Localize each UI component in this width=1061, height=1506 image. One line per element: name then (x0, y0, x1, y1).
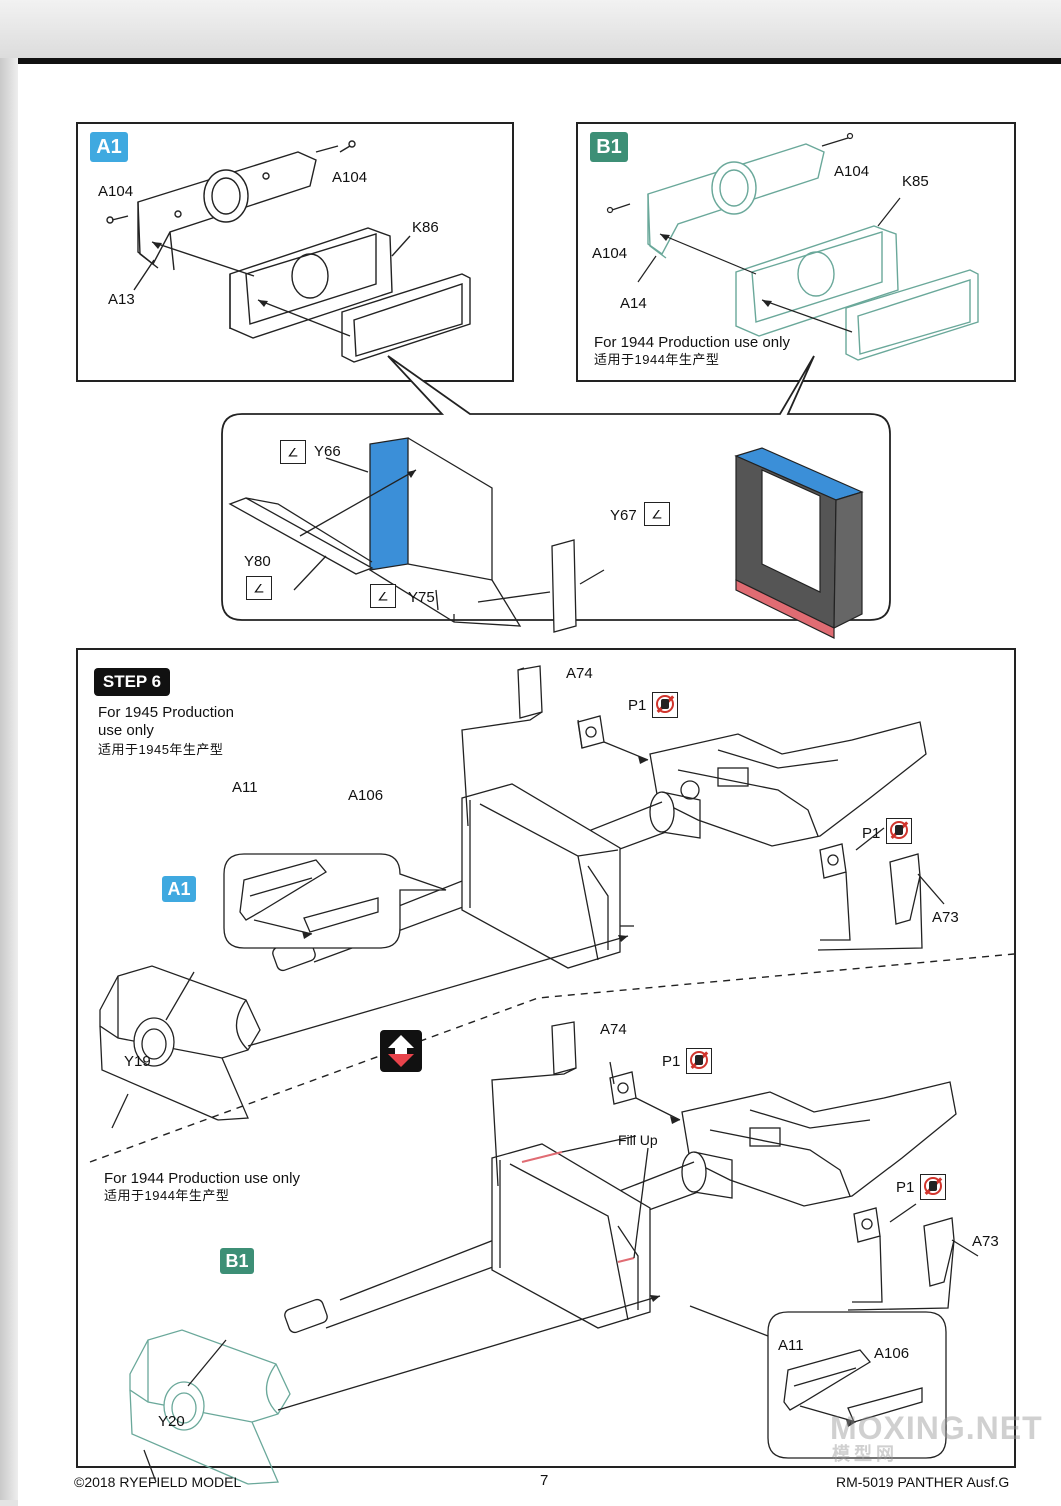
label-a13: A13 (108, 291, 135, 308)
footer-page-number: 7 (540, 1472, 549, 1489)
upper-production-note-line1: For 1945 Production (98, 704, 234, 721)
panel-a1: A1 (76, 122, 514, 382)
b1-badge-step6: B1 (220, 1248, 254, 1274)
footer-copyright: ©2018 RYEFIELD MODEL (74, 1474, 242, 1490)
photo-etch-drawing (228, 437, 864, 639)
label-y75: Y75 (408, 589, 435, 606)
label-k85: K85 (902, 173, 929, 190)
label-y66: Y66 (314, 443, 341, 460)
b1-production-note-zh: 适用于1944年生产型 (594, 352, 720, 367)
label-a104-left: A104 (592, 245, 628, 262)
no-glue-icon (920, 1174, 946, 1200)
binding-spine (0, 58, 18, 1500)
scan-background (0, 0, 1061, 58)
lower-production-note: For 1944 Production use only (104, 1170, 300, 1187)
label-y80: Y80 (244, 553, 271, 570)
a1-assembly-drawing (106, 140, 471, 363)
no-glue-icon (652, 692, 678, 718)
a1-badge: A1 (90, 132, 128, 162)
a1-badge-step6: A1 (162, 876, 196, 902)
label-fill-up: Fill Up (618, 1132, 658, 1148)
label-a74-lower: A74 (600, 1021, 627, 1038)
instruction-page: A1 (18, 58, 1061, 1506)
lower-production-note-zh: 适用于1944年生产型 (104, 1188, 230, 1203)
label-a104-left: A104 (98, 183, 134, 200)
no-glue-icon (686, 1048, 712, 1074)
label-a74-upper: A74 (566, 665, 593, 682)
photo-etch-bend-icon: ∠ (644, 502, 670, 526)
watermark-cjk: 模型网 (832, 1444, 898, 1464)
b1-assembly-drawing (606, 132, 979, 361)
photo-etch-bend-icon: ∠ (370, 584, 396, 608)
label-a11-upper: A11 (232, 779, 258, 796)
b1-badge: B1 (590, 132, 628, 162)
label-y19: Y19 (124, 1053, 151, 1070)
no-glue-icon (886, 818, 912, 844)
label-y67: Y67 (610, 507, 637, 524)
label-a73-upper: A73 (932, 909, 959, 926)
swap-arrow-icon (380, 1030, 422, 1072)
label-k86: K86 (412, 219, 439, 236)
label-a106-lower: A106 (874, 1345, 910, 1362)
upper-production-note-zh: 适用于1945年生产型 (98, 742, 224, 757)
photo-etch-bend-icon: ∠ (280, 440, 306, 464)
b1-production-note: For 1944 Production use only (594, 334, 790, 351)
photo-etch-bend-icon: ∠ (246, 576, 272, 600)
label-p1-lower-right: P1 (896, 1179, 915, 1196)
label-a14: A14 (620, 295, 647, 312)
label-a11-lower: A11 (778, 1337, 804, 1354)
footer-kit-name: RM-5019 PANTHER Ausf.G (836, 1474, 1010, 1490)
label-p1-lower-top: P1 (662, 1053, 681, 1070)
label-y20: Y20 (158, 1413, 185, 1430)
step6-assembly-drawing (89, 665, 1015, 1485)
label-a104-top: A104 (332, 169, 368, 186)
step6-badge: STEP 6 (94, 668, 170, 696)
watermark-latin: MOXING.NET (830, 1410, 1043, 1446)
label-a104-top: A104 (834, 163, 870, 180)
step6-panel: STEP 6 For 1945 Production use only 适用于1… (76, 648, 1042, 1485)
label-p1-upper-right: P1 (862, 825, 881, 842)
upper-production-note-line2: use only (98, 722, 154, 739)
label-p1-upper-top: P1 (628, 697, 647, 714)
panel-b1: B1 (576, 122, 1016, 382)
label-a73-lower: A73 (972, 1233, 999, 1250)
label-a106-upper: A106 (348, 787, 384, 804)
